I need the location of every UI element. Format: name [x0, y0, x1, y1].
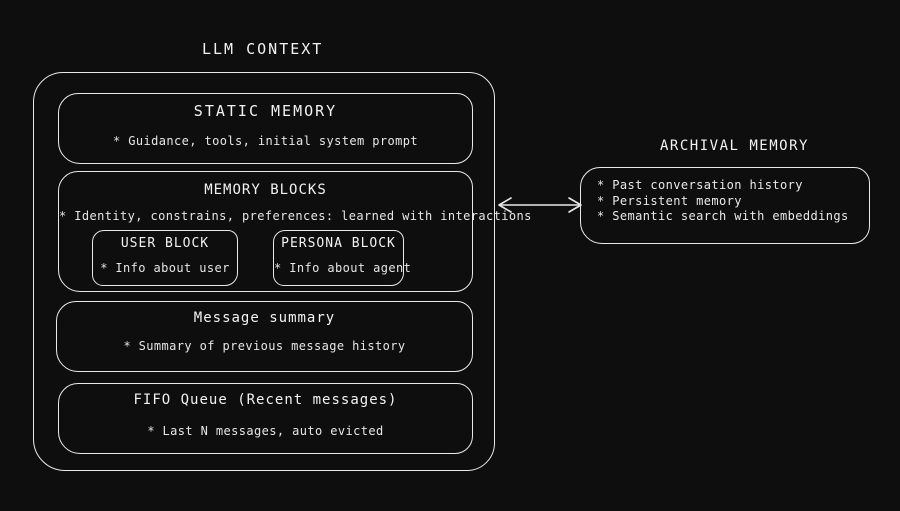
llm-context-title: LLM CONTEXT: [202, 40, 324, 58]
archival-memory-title: ARCHIVAL MEMORY: [660, 138, 809, 154]
user-block-box: USER BLOCK * Info about user: [92, 230, 238, 286]
message-summary-title: Message summary: [193, 310, 336, 326]
user-block-body: * Info about user: [100, 261, 230, 275]
memory-blocks-title: MEMORY BLOCKS: [204, 182, 327, 198]
bidirectional-arrow-icon: [494, 192, 586, 218]
archival-memory-item: * Past conversation history: [597, 178, 803, 192]
memory-blocks-box: MEMORY BLOCKS * Identity, constrains, pr…: [58, 171, 532, 292]
archival-memory-item: * Semantic search with embeddings: [597, 209, 849, 223]
archival-memory-item: * Persistent memory: [597, 193, 742, 208]
message-summary-body: * Summary of previous message history: [123, 339, 406, 353]
static-memory-title: STATIC MEMORY: [193, 102, 338, 120]
persona-block-title: PERSONA BLOCK: [281, 236, 396, 251]
persona-block-box: PERSONA BLOCK * Info about agent: [273, 230, 412, 286]
llm-context-box: STATIC MEMORY * Guidance, tools, initial…: [33, 72, 532, 471]
fifo-queue-box: FIFO Queue (Recent messages) * Last N me…: [58, 383, 473, 454]
archival-memory-list: * Past conversation history * Persistent…: [597, 178, 861, 225]
fifo-queue-title: FIFO Queue (Recent messages): [133, 392, 398, 408]
message-summary-box: Message summary * Summary of previous me…: [56, 301, 473, 372]
persona-block-body: * Info about agent: [274, 261, 412, 275]
static-memory-body: * Guidance, tools, initial system prompt: [113, 134, 418, 148]
memory-blocks-body: * Identity, constrains, preferences: lea…: [59, 209, 532, 223]
user-block-title: USER BLOCK: [120, 236, 210, 251]
static-memory-box: STATIC MEMORY * Guidance, tools, initial…: [58, 93, 473, 164]
fifo-queue-body: * Last N messages, auto evicted: [147, 424, 384, 438]
archival-memory-box: * Past conversation history * Persistent…: [580, 167, 870, 244]
